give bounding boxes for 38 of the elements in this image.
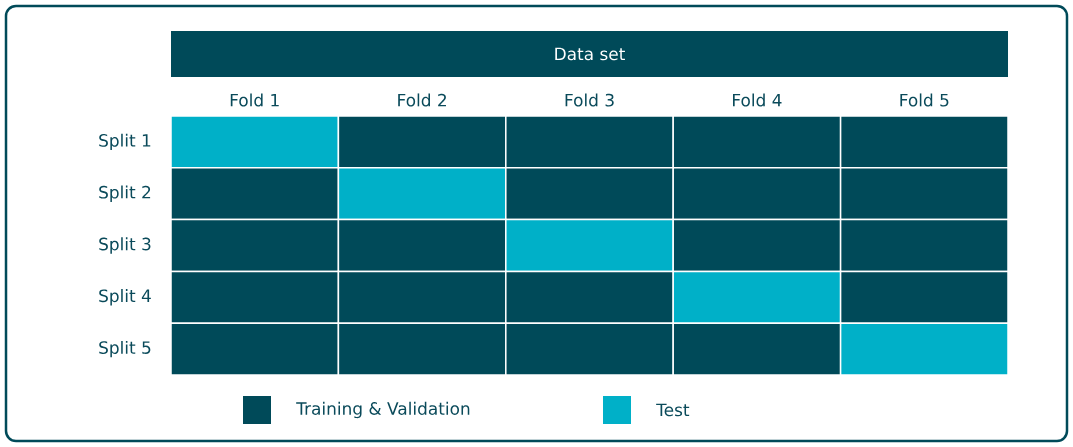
grid-cell [170, 218, 340, 273]
grid-cell [839, 167, 1009, 221]
row-label: Split 5 [99, 340, 151, 358]
grid-cell [672, 167, 842, 221]
grid-cell [170, 270, 340, 324]
grid-cell [337, 115, 507, 169]
grid-cell [505, 218, 674, 273]
grid-cell [505, 167, 674, 221]
grid-cell [839, 322, 1009, 376]
grid-cell [170, 115, 340, 169]
column-label: Fold 4 [733, 93, 782, 107]
grid-cell [672, 218, 842, 273]
grid-cell [839, 270, 1009, 324]
row-label: Split 1 [99, 133, 151, 151]
grid-cell [170, 167, 340, 221]
grid-cell [337, 270, 507, 324]
row-label: Split 4 [99, 289, 151, 306]
column-label: Fold 5 [900, 93, 949, 107]
grid-cell [170, 322, 340, 376]
header-band: Data set [171, 31, 1008, 77]
grid-cell [337, 167, 507, 221]
grid-cell [839, 218, 1009, 273]
grid-cell [672, 115, 842, 169]
grid-cell [672, 270, 842, 324]
grid-cell [505, 322, 674, 376]
legend-label: Training & Validation [296, 401, 470, 419]
column-label: Fold 3 [565, 93, 614, 107]
column-label: Fold 2 [398, 93, 446, 107]
grid-cell [337, 322, 507, 376]
column-label: Fold 1 [230, 93, 279, 107]
row-label: Split 2 [99, 185, 151, 202]
grid-cell [505, 115, 674, 169]
row-label: Split 3 [99, 237, 151, 254]
legend-label: Test [656, 403, 690, 417]
grid-cell [839, 115, 1009, 169]
grid-cell [505, 270, 674, 324]
grid-cell [672, 322, 842, 376]
grid-cell [337, 218, 507, 273]
